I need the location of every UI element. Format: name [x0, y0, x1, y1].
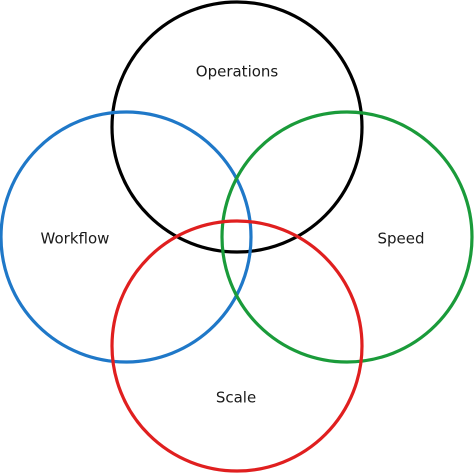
circle-scale	[110, 219, 364, 473]
label-operations: Operations	[196, 63, 279, 81]
circle-speed	[220, 110, 474, 364]
label-scale: Scale	[216, 389, 256, 407]
circle-workflow	[0, 110, 253, 364]
label-speed: Speed	[377, 230, 424, 248]
circle-operations	[110, 0, 364, 254]
label-workflow: Workflow	[41, 230, 110, 248]
